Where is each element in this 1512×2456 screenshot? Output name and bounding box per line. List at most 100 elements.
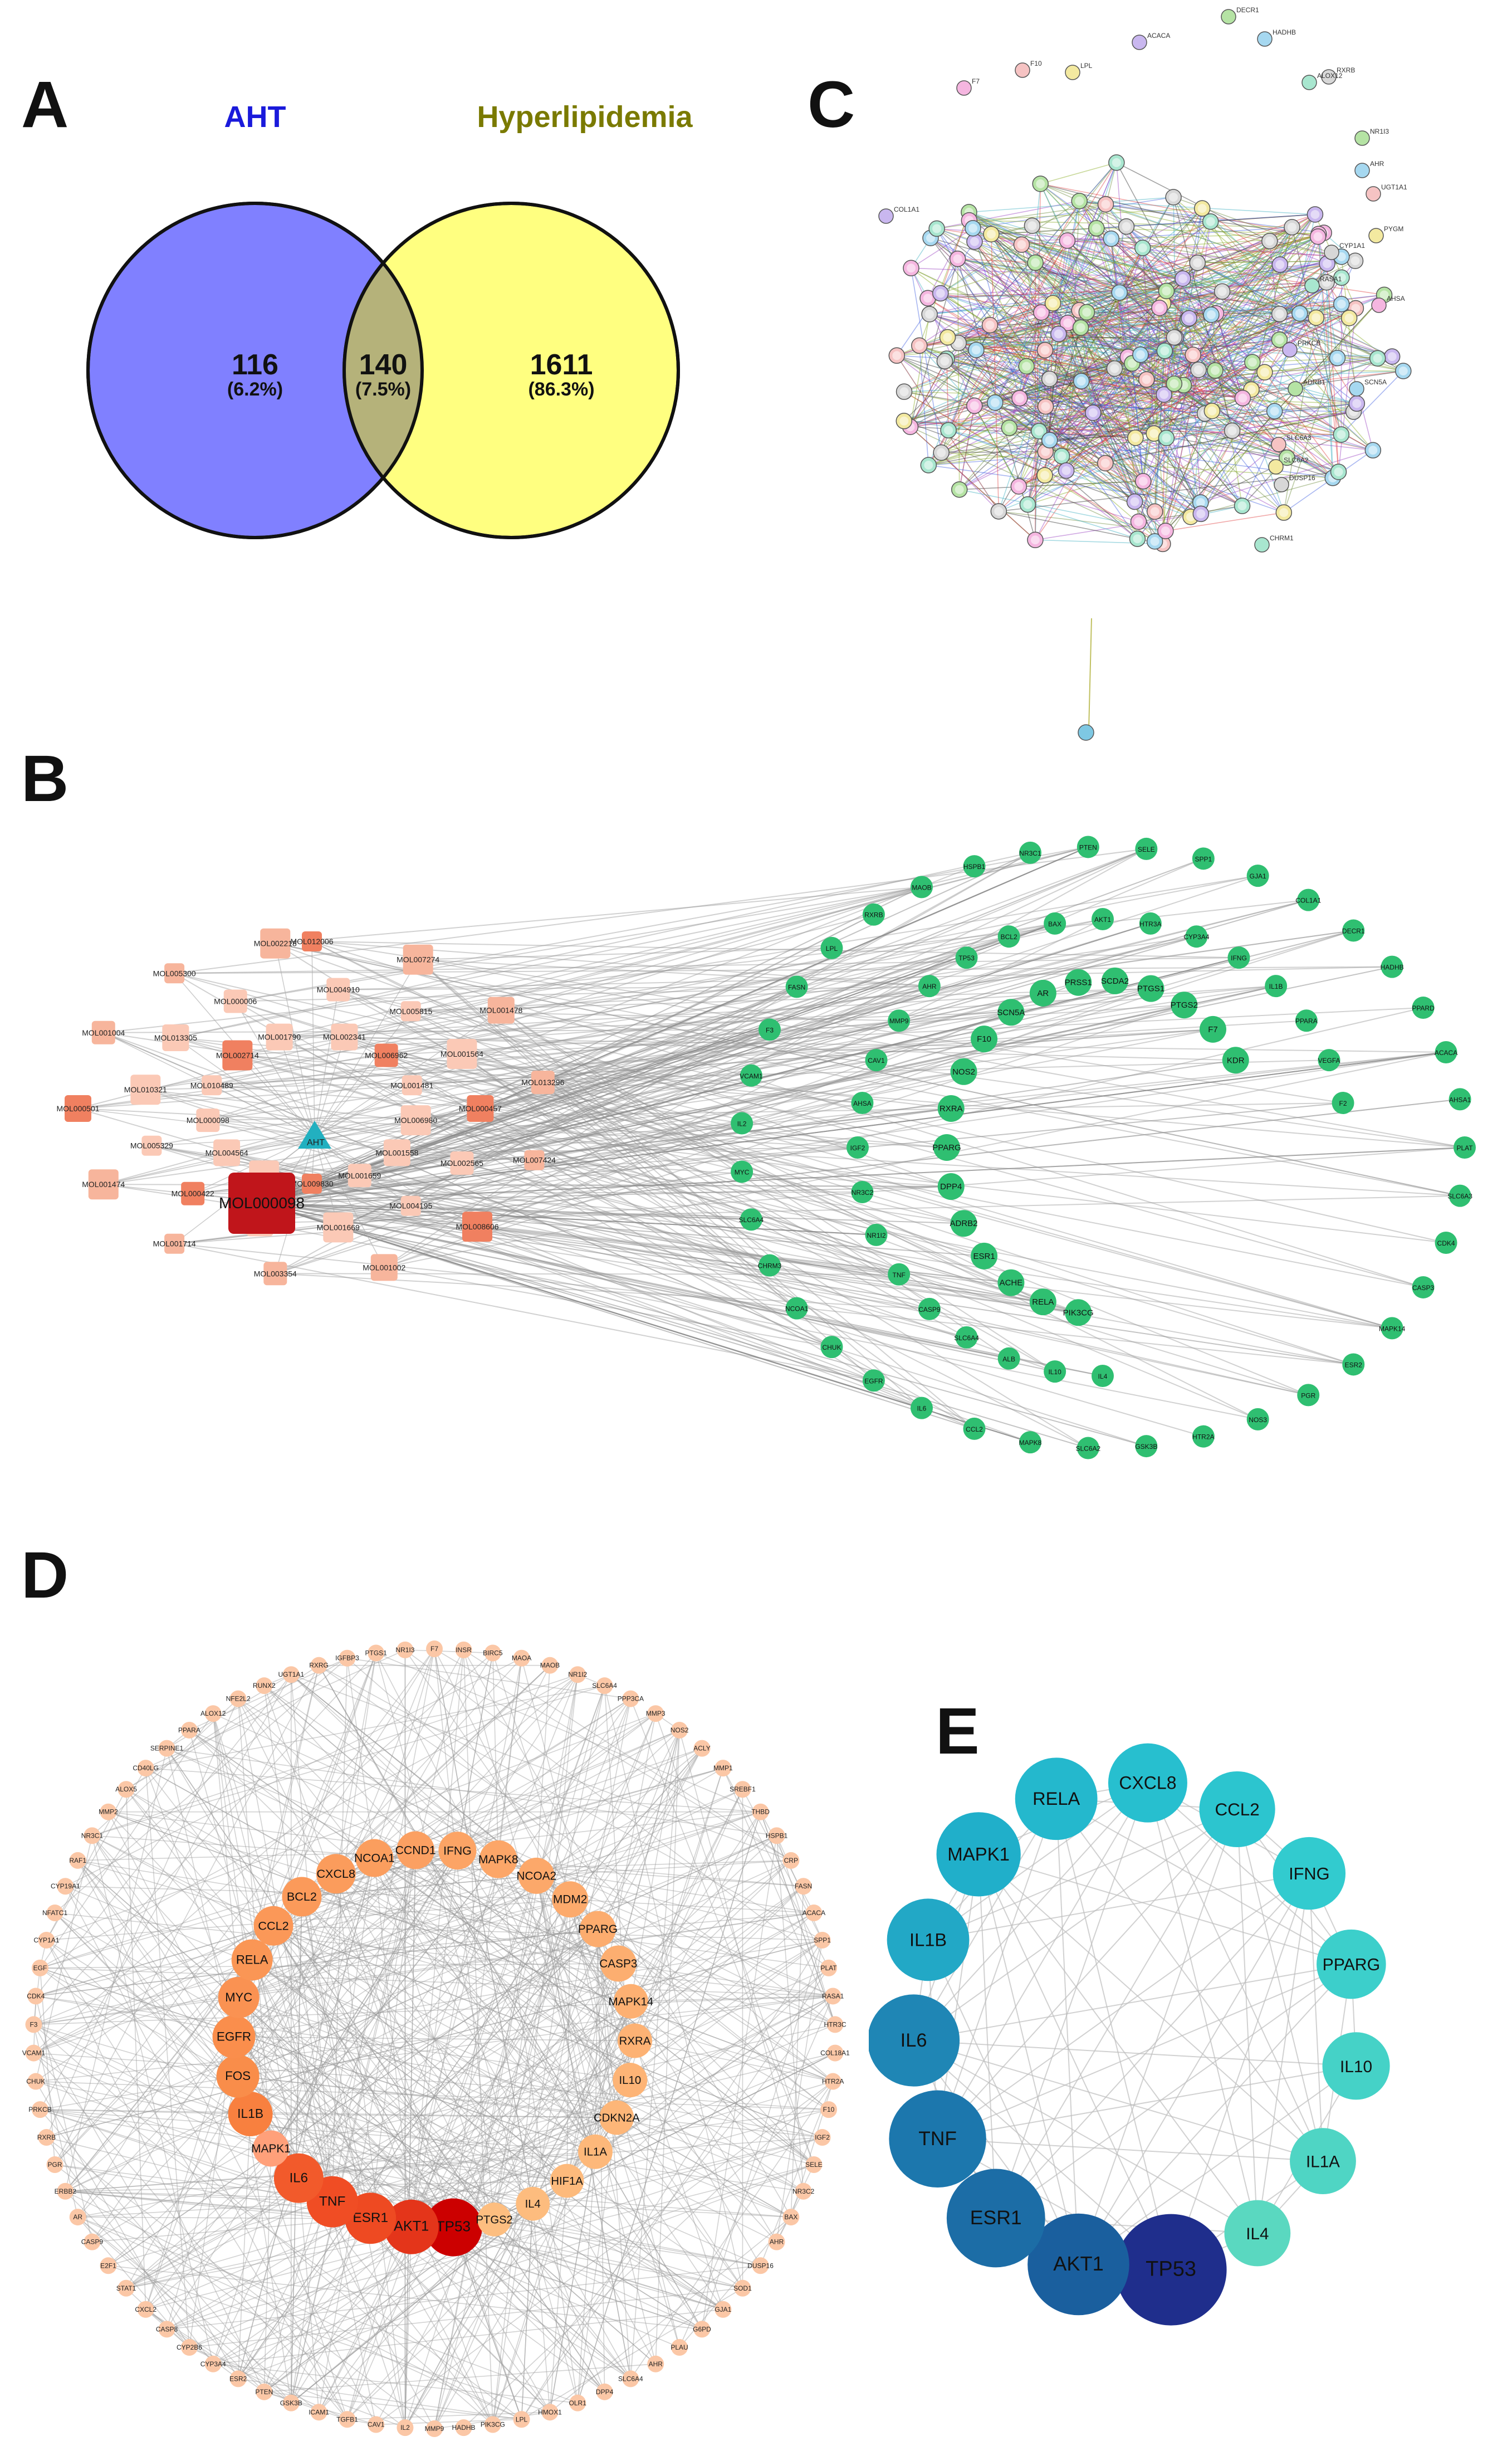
target-label: FASN [788, 983, 805, 991]
target-label: F3 [766, 1026, 774, 1034]
ppi-node-label: SELE [805, 2161, 823, 2169]
target-label: GJA1 [1250, 872, 1266, 880]
hub-gene-label: IFNG [1289, 1864, 1330, 1883]
target-label: PTEN [1079, 843, 1097, 851]
compound-label: MOL001790 [258, 1033, 301, 1042]
string-node-label: F7 [972, 77, 980, 85]
ppi-node-label: NR3C2 [792, 2188, 815, 2195]
ppi-node-label: ERBB2 [55, 2188, 77, 2195]
ppi-node-label: CYP19A1 [51, 1882, 80, 1890]
string-node [1302, 75, 1317, 90]
target-label: CDK4 [1437, 1239, 1455, 1247]
target-label: DPP4 [940, 1182, 962, 1192]
string-node-label: SCN5A [1364, 378, 1387, 386]
compound-label: MOL004564 [205, 1148, 248, 1157]
string-node-label: ACACA [1147, 32, 1170, 40]
ppi-node-label: G6PD [693, 2325, 711, 2333]
target-label: MYC [735, 1168, 750, 1176]
target-label: CHUK [822, 1344, 841, 1351]
string-node [1288, 382, 1303, 396]
string-node [1355, 163, 1369, 178]
ppi-node-label: NFATC1 [42, 1909, 67, 1917]
compound-label: MOL001669 [317, 1223, 360, 1232]
target-label: NCOA1 [785, 1305, 809, 1313]
compound-label: MOL001474 [82, 1180, 125, 1189]
string-node [1349, 382, 1364, 396]
ppi-node-label: CYP3A4 [200, 2360, 226, 2368]
target-label: F10 [977, 1034, 991, 1044]
target-label: RXRA [940, 1104, 963, 1114]
target-label: IGF2 [850, 1144, 865, 1152]
target-label: PLAT [1456, 1144, 1473, 1152]
hub-node-label: CXCL8 [316, 1867, 355, 1881]
compound-label: MOL012006 [290, 937, 333, 946]
hub-gene-label: IL10 [1340, 2058, 1372, 2076]
string-node-label: AHR [1370, 160, 1384, 168]
target-label: TNF [892, 1271, 905, 1279]
string-node [1269, 460, 1283, 474]
hub-gene-label: IL4 [1246, 2225, 1269, 2243]
target-label: IL2 [737, 1120, 747, 1128]
compound-label: MOL001002 [363, 1263, 405, 1272]
ppi-node-label: SERPINE1 [150, 1745, 184, 1752]
ppi-node-label: RXRB [37, 2133, 56, 2141]
hub-gene-network: TP53AKT1ESR1TNFIL6IL1BMAPK1RELACXCL8CCL2… [869, 1693, 1512, 2453]
target-label: KDR [1227, 1056, 1245, 1065]
compound-label: MOL001004 [82, 1028, 125, 1037]
ppi-node-label: CD40LG [133, 1764, 159, 1772]
target-label: NOS3 [1249, 1416, 1267, 1424]
hub-gene-label: AKT1 [1053, 2252, 1104, 2275]
panel-letter-d: D [21, 1537, 68, 1613]
ppi-node-label: PLAT [820, 1964, 837, 1972]
string-node-label: CYP1A1 [1339, 242, 1365, 250]
ppi-node-label: CAV1 [368, 2421, 385, 2429]
target-label: F2 [1339, 1100, 1347, 1107]
region-count-overlap: 140 [359, 349, 408, 381]
string-node-label: ALOX12 [1317, 72, 1343, 80]
panel-letter-c: C [808, 67, 855, 143]
ppi-node-label: RXRG [309, 1662, 329, 1669]
ppi-node-label: ACACA [803, 1909, 825, 1917]
ppi-node-label: THBD [751, 1808, 770, 1816]
ppi-node-label: CASP8 [156, 2325, 178, 2333]
target-label: SELE [1138, 846, 1155, 853]
ppi-node-label: SPP1 [814, 1936, 831, 1944]
ppi-node-label: ESR2 [229, 2375, 247, 2382]
hub-node-label: RXRA [619, 2035, 651, 2048]
hub-node-label: PPARG [578, 1923, 618, 1936]
venn-panel: A AHT Hyperlipidemia 116 (6.2%) 140 (7.5… [0, 0, 780, 646]
target-label: ESR2 [1345, 1361, 1363, 1369]
hub-gene-label: IL1A [1306, 2153, 1340, 2171]
ppi-node-label: HTR3C [824, 2020, 846, 2028]
compound-label: MOL003354 [254, 1269, 297, 1278]
target-label: PPARG [932, 1143, 961, 1153]
hub-node-label: PTGS2 [476, 2214, 512, 2226]
target-label: RXRB [864, 911, 883, 919]
string-node-label: AHSA [1387, 295, 1405, 302]
target-label: VEGFA [1318, 1057, 1340, 1065]
compound-label: MOL002565 [441, 1159, 483, 1168]
ppi-node-label: VCAM1 [22, 2049, 46, 2057]
compound-label: MOL004910 [317, 985, 360, 994]
aht-node-label: AHT [307, 1138, 325, 1148]
ppi-node-label: MMP1 [713, 1764, 733, 1772]
target-label: ACHE [1000, 1278, 1023, 1288]
target-label: ACACA [1435, 1049, 1457, 1057]
hub-node-label: IL1A [584, 2146, 607, 2159]
hub-node-label: CDKN2A [594, 2112, 640, 2125]
ppi-node-label: MMP2 [99, 1808, 118, 1816]
string-node-label: HADHB [1273, 28, 1296, 36]
ppi-node-label: NFE2L2 [226, 1695, 251, 1703]
ppi-node-label: PGR [48, 2161, 62, 2169]
region-count-left: 116 [232, 349, 278, 381]
target-label: LPL [826, 945, 838, 953]
target-label: IFNG [1231, 954, 1247, 962]
ppi-node-label: PTEN [255, 2388, 273, 2396]
ppi-node-label: RAF1 [69, 1857, 86, 1864]
compound-label: MOL013305 [154, 1033, 197, 1042]
ppi-node-label: COL18A1 [820, 2049, 850, 2057]
ppi-node-label: SREBF1 [730, 1785, 756, 1793]
ppi-node-label: ALOX12 [200, 1710, 226, 1717]
